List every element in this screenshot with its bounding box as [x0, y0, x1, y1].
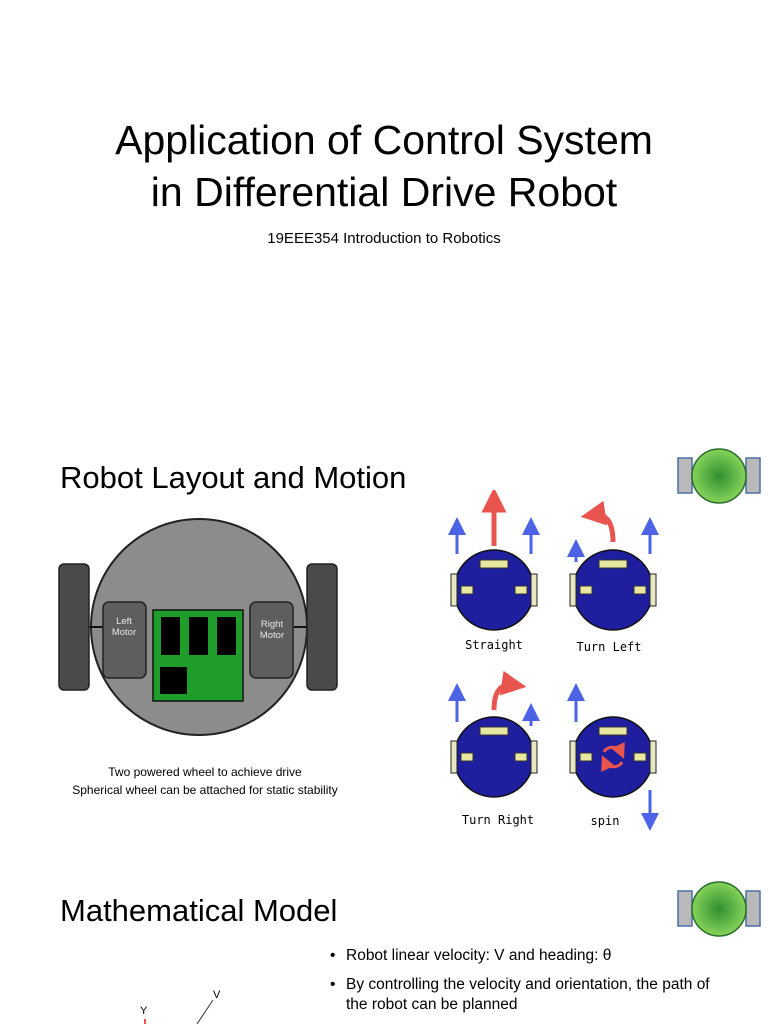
motion-turn-right: Turn Right — [448, 670, 540, 827]
bullet-item: •By controlling the velocity and orienta… — [330, 976, 710, 1013]
left-wheel — [58, 563, 90, 691]
title-line-2: in Differential Drive Robot — [150, 169, 618, 215]
math-model-bullets: •Robot linear velocity: V and heading: θ… — [330, 946, 730, 1024]
chip-1 — [161, 617, 180, 655]
velocity-vector — [196, 999, 214, 1024]
right-wheel — [306, 563, 338, 691]
robot-logo-icon — [677, 881, 761, 937]
robot-logo-icon — [677, 448, 761, 504]
right-motor-label-1: Right — [261, 619, 284, 630]
motion-label-turn-right: Turn Right — [462, 813, 534, 827]
motion-turn-left: Turn Left — [567, 500, 659, 654]
layout-caption: Two powered wheel to achieve drive Spher… — [30, 763, 380, 799]
motion-label-turn-left: Turn Left — [576, 640, 641, 654]
right-motor — [249, 601, 294, 679]
bullet-text-2: By controlling the velocity and orientat… — [346, 976, 710, 1013]
motion-label-straight: Straight — [465, 638, 523, 652]
motion-label-spin: spin — [591, 814, 620, 828]
chip-4 — [160, 667, 187, 694]
axis-v-label: V — [213, 989, 221, 1001]
bullet-item: •Robot linear velocity: V and heading: θ — [330, 947, 612, 964]
axis-y-label: Y — [140, 1005, 148, 1017]
chip-2 — [189, 617, 208, 655]
left-motor-label-1: Left — [116, 616, 132, 627]
left-motor — [102, 601, 147, 679]
chip-3 — [217, 617, 236, 655]
bullet-text-1: Robot linear velocity: V and heading: θ — [346, 947, 612, 964]
caption-line-2: Spherical wheel can be attached for stat… — [72, 783, 338, 797]
course-subtitle: 19EEE354 Introduction to Robotics — [267, 230, 501, 247]
math-model-heading: Mathematical Model — [60, 893, 338, 928]
title-line-1: Application of Control System — [115, 117, 653, 163]
caption-line-1: Two powered wheel to achieve drive — [108, 765, 302, 779]
right-motor-label-2: Motor — [260, 630, 284, 641]
math-model-diagram: Y V — [140, 989, 221, 1024]
robot-layout-heading: Robot Layout and Motion — [60, 460, 407, 495]
motion-spin: spin — [567, 683, 659, 831]
motion-diagrams: Straight Turn Left Turn Right — [448, 490, 659, 831]
motion-straight: Straight — [448, 490, 540, 652]
robot-layout-diagram: Left Motor Right Motor — [58, 518, 338, 736]
title-slide-title: Application of Control System in Differe… — [0, 114, 768, 218]
left-motor-label-2: Motor — [112, 627, 136, 638]
